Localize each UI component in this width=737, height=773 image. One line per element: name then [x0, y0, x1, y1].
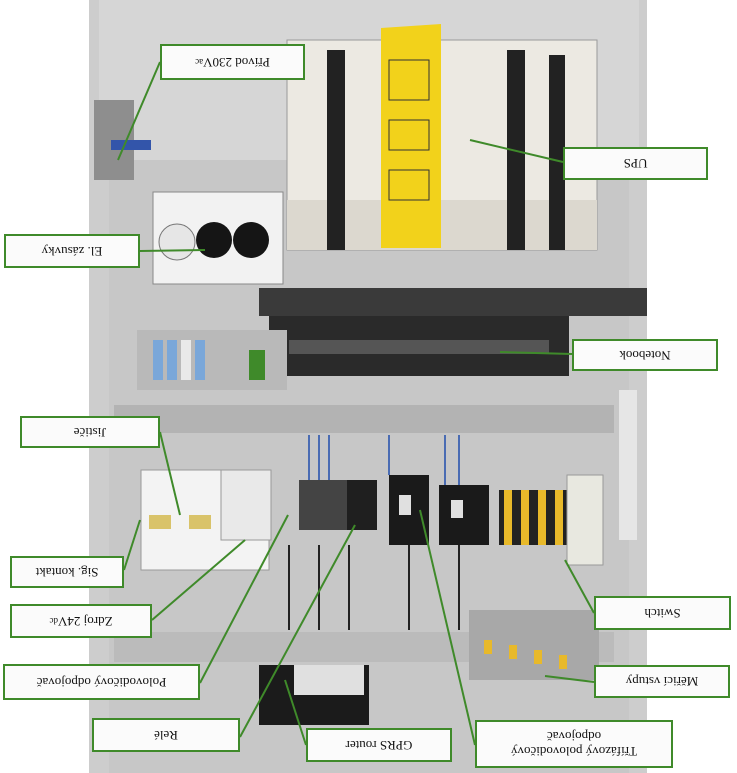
callout-gprs: GPRS router: [306, 728, 452, 762]
callout-privod-text: Přívod 230V: [203, 55, 270, 70]
callout-trifazovy-line2: odpojovač: [546, 729, 602, 744]
callout-sig-kontakt-text: Sig. kontakt: [35, 565, 99, 580]
cabinet-photo: [89, 0, 647, 773]
callout-notebook-text: Notebook: [619, 348, 671, 363]
callout-sig-kontakt: Sig. kontakt: [10, 556, 124, 588]
callout-rele: Relé: [92, 718, 240, 752]
callout-gprs-text: GPRS router: [345, 738, 413, 753]
callout-merici: Měřicí vstupy: [594, 665, 730, 698]
callout-trifazovy: Třífázový polovodičový odpojovač: [475, 720, 673, 768]
cabinet-illustration: [89, 0, 647, 773]
callout-ups: UPS: [563, 147, 708, 180]
callout-rele-text: Relé: [154, 728, 178, 743]
callout-zasuvky-text: El. zásuvky: [41, 244, 103, 259]
callout-switch: Switch: [594, 596, 731, 630]
callout-jistice: Jističe: [20, 416, 160, 448]
callout-ups-text: UPS: [623, 156, 648, 172]
callout-trifazovy-line1: Třífázový polovodičový: [511, 744, 637, 759]
callout-zdroj-text: Zdroj 24V: [57, 614, 113, 629]
callout-merici-text: Měřicí vstupy: [625, 674, 699, 690]
callout-notebook: Notebook: [572, 339, 718, 371]
callout-jistice-text: Jističe: [73, 425, 107, 440]
callout-zasuvky: El. zásuvky: [4, 234, 140, 268]
callout-polovodicovy-text: Polovodičový odpojovač: [36, 675, 167, 690]
callout-privod-sup: ac: [195, 57, 204, 67]
callout-polovodicovy: Polovodičový odpojovač: [3, 664, 200, 700]
callout-switch-text: Switch: [644, 606, 681, 621]
callout-zdroj-sup: dc: [49, 616, 58, 626]
